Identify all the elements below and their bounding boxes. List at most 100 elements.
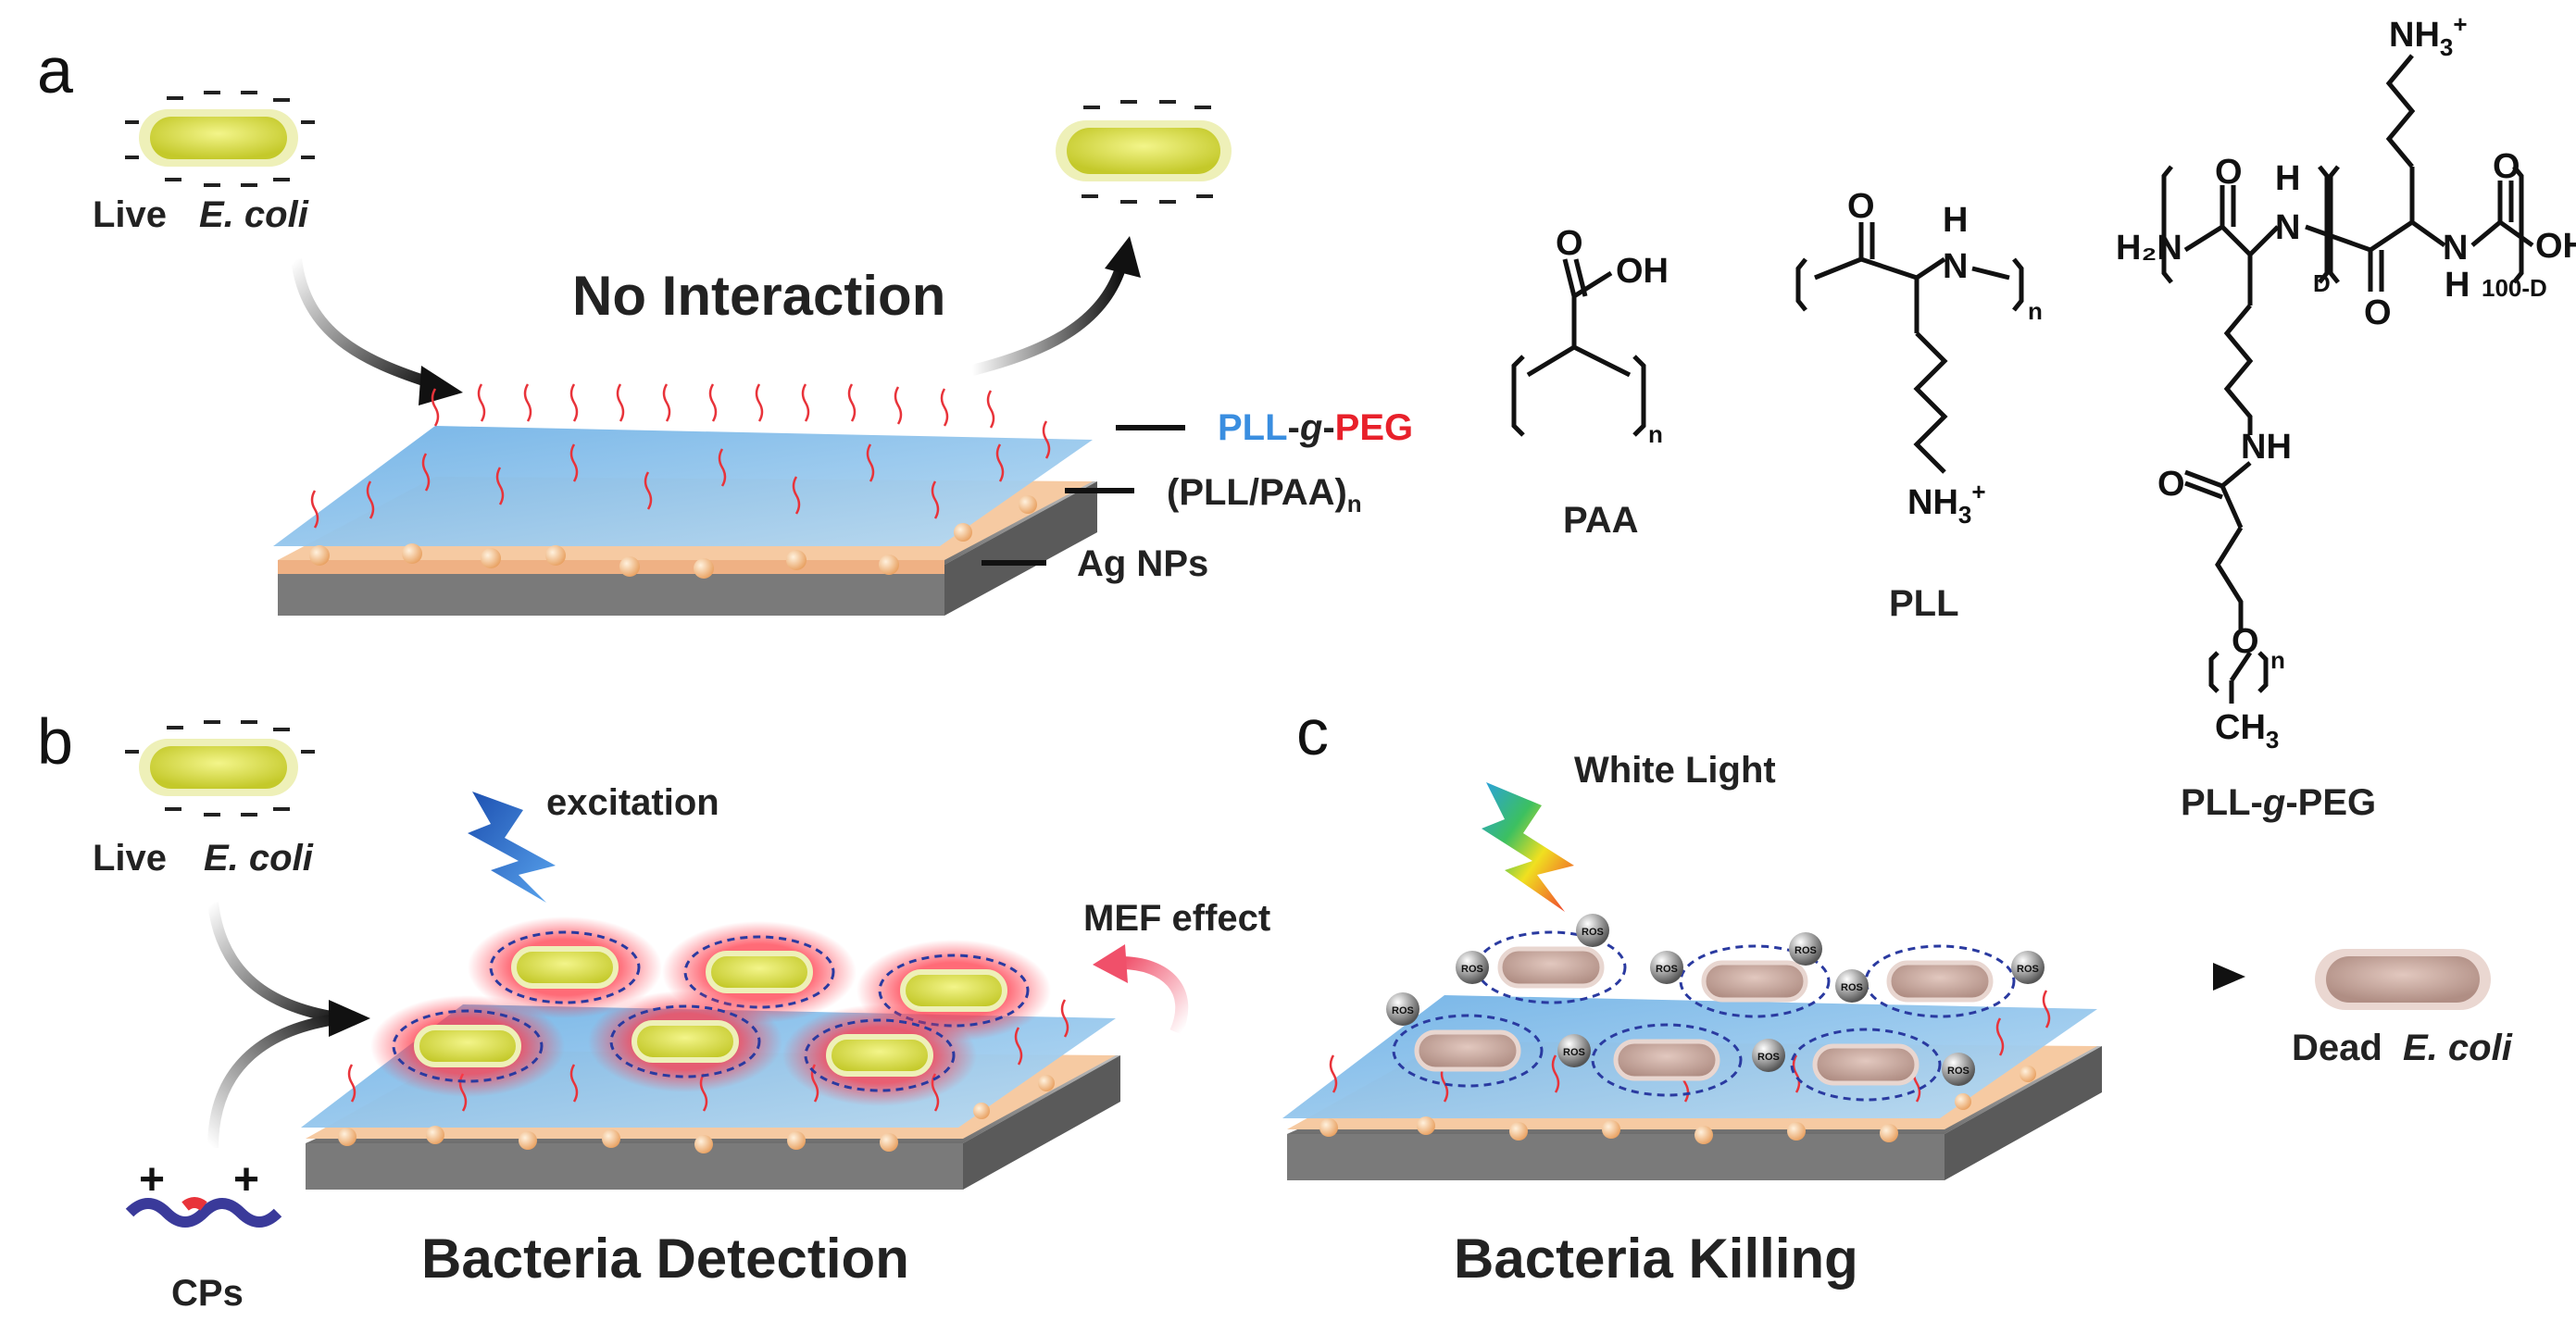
ros-sphere-icon: ROS	[1942, 1053, 1975, 1086]
peg-nh3: NH3+	[2389, 10, 2468, 61]
label-ag-nps: Ag NPs	[1077, 543, 1208, 584]
svg-text:ROS: ROS	[1757, 1052, 1780, 1063]
peg-o5: O	[2232, 622, 2259, 661]
conjugated-polymer-icon: + +	[125, 1155, 282, 1228]
svg-text:ROS: ROS	[1947, 1066, 1970, 1077]
title-no-interaction: No Interaction	[572, 265, 945, 327]
ecoli-label-b: E. coli	[204, 838, 314, 879]
ros-sphere-icon: ROS	[1650, 951, 1683, 984]
label-white-light: White Light	[1574, 750, 1776, 791]
live-bacterium-a	[125, 91, 315, 187]
panel-c: c White Light	[1282, 696, 2513, 1290]
label-pll-paa: (PLL/PAA)n	[1167, 472, 1362, 517]
excitation-bolt-icon	[468, 792, 556, 903]
repelled-bacterium	[1056, 100, 1232, 204]
ros-sphere-icon: ROS	[1835, 969, 1869, 1003]
pll-sub-n: n	[2028, 297, 2043, 325]
ros-sphere-icon: ROS	[1789, 932, 1822, 966]
pll-g-peg-structure	[2161, 54, 2534, 704]
ros-sphere-icon: ROS	[1456, 951, 1489, 984]
peg-ch3: CH3	[2215, 708, 2279, 754]
label-pll: PLL	[1889, 583, 1959, 624]
panel-b: b Live E. coli + + CPs excitatio	[37, 705, 1270, 1314]
ros-sphere-icon: ROS	[1576, 914, 1609, 947]
pll-nh3: NH3+	[1907, 478, 1986, 529]
ecoli-label-a: E. coli	[199, 194, 309, 235]
repel-arrow	[970, 266, 1126, 376]
peg-h1: H	[2275, 159, 2300, 198]
label-pll-g-peg: PLL-g-PEG	[1218, 407, 1413, 448]
approach-arrowhead-a	[419, 366, 463, 405]
glowing-bacterium	[588, 991, 782, 1092]
svg-text:ROS: ROS	[1461, 964, 1483, 975]
peg-o4: O	[2157, 465, 2185, 504]
bacteria-arrow-b	[207, 902, 344, 1024]
ros-sphere-icon: ROS	[2011, 951, 2045, 984]
live-bacterium-b	[125, 720, 315, 817]
dead-label: Dead	[2292, 1028, 2382, 1068]
label-paa: PAA	[1563, 500, 1638, 541]
peg-h2: H	[2445, 266, 2470, 305]
svg-text:ROS: ROS	[1656, 964, 1678, 975]
title-bacteria-detection: Bacteria Detection	[421, 1228, 909, 1290]
merge-arrowhead-b	[329, 1000, 370, 1037]
label-pll-g-peg-structure: PLL-g-PEG	[2181, 782, 2376, 823]
pll-structure	[1795, 222, 2024, 474]
panel-letter-b: b	[37, 705, 73, 778]
peg-oh: OH	[2535, 227, 2576, 266]
ros-sphere-icon: ROS	[1386, 992, 1419, 1026]
peg-sub-d: D	[2313, 269, 2331, 297]
paa-structure	[1511, 258, 1646, 437]
peg-sub-100d: 100-D	[2482, 274, 2547, 302]
peg-sub-n: n	[2270, 646, 2285, 674]
paa-n: n	[1648, 420, 1663, 448]
title-bacteria-killing: Bacteria Killing	[1454, 1228, 1858, 1290]
label-excitation: excitation	[546, 782, 719, 823]
paa-o: O	[1556, 224, 1583, 263]
svg-text:ROS: ROS	[1794, 945, 1817, 956]
live-label-b: Live	[93, 838, 167, 879]
peg-h2n: H₂N	[2116, 229, 2182, 268]
dead-ecoli-label: E. coli	[2403, 1028, 2513, 1068]
glowing-bacterium	[782, 1004, 977, 1106]
ag-nanoparticles	[309, 495, 1037, 579]
panel-letter-a: a	[37, 34, 73, 106]
svg-text:ROS: ROS	[1392, 1005, 1414, 1016]
peg-brushes-a	[310, 383, 1051, 529]
svg-text:ROS: ROS	[1563, 1047, 1585, 1058]
peg-o1: O	[2215, 153, 2243, 192]
live-label-a: Live	[93, 194, 167, 235]
panel-a: a Live E. coli No Interaction	[37, 10, 2576, 823]
ros-sphere-icon: ROS	[1752, 1039, 1785, 1072]
pll-o: O	[1847, 187, 1875, 226]
pll-n: N	[1943, 247, 1968, 286]
svg-text:ROS: ROS	[1841, 982, 1863, 993]
surface-a	[273, 383, 1097, 616]
label-mef: MEF effect	[1083, 898, 1270, 939]
peg-o2: O	[2364, 293, 2392, 332]
ros-spheres: ROS ROS ROS ROS ROS ROS ROS ROS ROS ROS	[1386, 914, 2045, 1086]
pll-h: H	[1943, 201, 1968, 240]
label-cps: CPs	[171, 1273, 244, 1314]
paa-oh: OH	[1616, 252, 1669, 291]
svg-text:+: +	[139, 1155, 165, 1204]
approach-arrow-a	[291, 258, 437, 390]
svg-text:ROS: ROS	[1582, 927, 1604, 938]
white-light-bolt-icon	[1482, 782, 1574, 912]
dead-bacterium	[2315, 949, 2491, 1010]
peg-nh: NH	[2241, 428, 2292, 467]
glowing-bacterium	[370, 995, 565, 1097]
killing-arrowhead	[2213, 963, 2245, 991]
peg-n2: N	[2443, 229, 2468, 268]
mef-arrow	[1119, 956, 1189, 1035]
bound-bacteria-b	[370, 916, 1051, 1106]
ros-sphere-icon: ROS	[1557, 1034, 1591, 1067]
glowing-bacterium	[468, 916, 662, 1018]
cp-arrow-b	[207, 1013, 344, 1149]
peg-o3: O	[2493, 147, 2520, 186]
repel-arrowhead	[1105, 236, 1141, 278]
svg-text:+: +	[233, 1155, 259, 1204]
killed-bacteria-c	[1392, 930, 2016, 1102]
svg-text:ROS: ROS	[2017, 964, 2039, 975]
